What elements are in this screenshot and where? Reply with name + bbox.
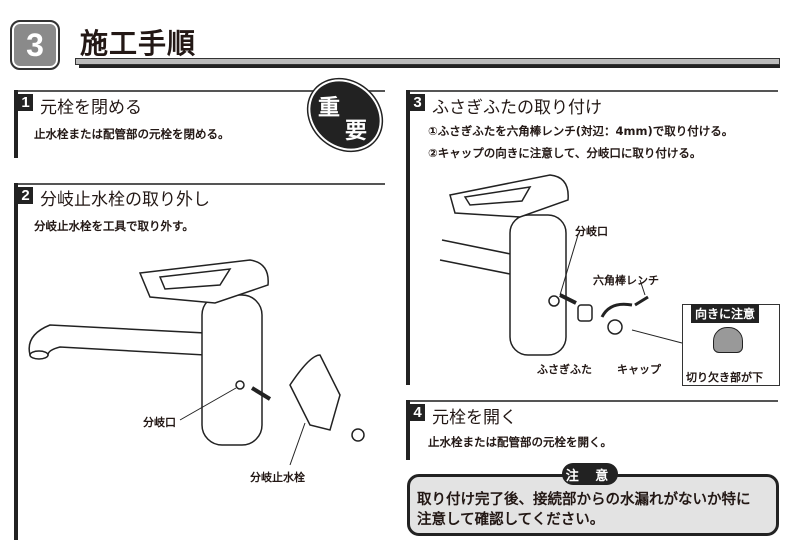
step3-rule bbox=[406, 90, 778, 92]
step3-number: 3 bbox=[410, 94, 425, 111]
important-char-1: 重 bbox=[318, 96, 341, 121]
plug-install-illustration bbox=[439, 174, 683, 356]
chapter-badge: 3 bbox=[10, 20, 60, 70]
faucet-removal-illustration bbox=[28, 259, 365, 466]
plug-label: ふさぎふた bbox=[537, 363, 592, 376]
notch-down-label: 切り欠き部が下 bbox=[686, 371, 763, 384]
caution-line-2: 注意して確認してください。 bbox=[417, 512, 605, 528]
step1-bar bbox=[14, 90, 18, 158]
step3-branch-port-label: 分岐口 bbox=[575, 225, 608, 238]
step4-bar bbox=[406, 400, 410, 460]
step1-number: 1 bbox=[18, 94, 33, 111]
step2-title: 分岐止水栓の取り外し bbox=[40, 190, 210, 210]
step2-number: 2 bbox=[18, 187, 33, 204]
orientation-title: 向きに注意 bbox=[691, 304, 760, 323]
step3-body-line2: ②キャップの向きに注意して、分岐口に取り付ける。 bbox=[428, 146, 702, 160]
cap-label: キャップ bbox=[617, 363, 661, 376]
step3-title: ふさぎふたの取り付け bbox=[432, 98, 602, 118]
hex-wrench-label: 六角棒レンチ bbox=[593, 274, 659, 287]
step4-rule bbox=[406, 400, 778, 402]
step2-rule bbox=[14, 183, 385, 185]
branch-valve-label: 分岐止水栓 bbox=[250, 471, 305, 484]
title-rule bbox=[75, 58, 780, 65]
title-rule-shadow bbox=[79, 65, 780, 68]
important-char-2: 要 bbox=[345, 119, 368, 144]
cap-notch-diagram bbox=[713, 327, 743, 353]
branch-port-label: 分岐口 bbox=[143, 416, 176, 429]
caution-line-1: 取り付け完了後、接続部からの水漏れがないか特に bbox=[417, 492, 751, 508]
step1-body: 止水栓または配管部の元栓を閉める。 bbox=[34, 127, 230, 141]
step4-number: 4 bbox=[410, 404, 425, 421]
step4-title: 元栓を開く bbox=[432, 408, 517, 428]
step1-title: 元栓を閉める bbox=[40, 98, 142, 118]
step2-bar bbox=[14, 183, 18, 540]
caution-label: 注 意 bbox=[562, 463, 618, 485]
step2-body: 分岐止水栓を工具で取り外す。 bbox=[34, 219, 194, 233]
page-title: 施工手順 bbox=[80, 27, 197, 60]
step3-bar bbox=[406, 90, 410, 385]
step3-body-line1: ①ふさぎふたを六角棒レンチ(対辺：4mm)で取り付ける。 bbox=[428, 124, 734, 138]
step4-body: 止水栓または配管部の元栓を開く。 bbox=[428, 435, 612, 449]
caution-text: 取り付け完了後、接続部からの水漏れがないか特に 注意して確認してください。 bbox=[417, 490, 751, 530]
step1-rule bbox=[14, 90, 385, 92]
